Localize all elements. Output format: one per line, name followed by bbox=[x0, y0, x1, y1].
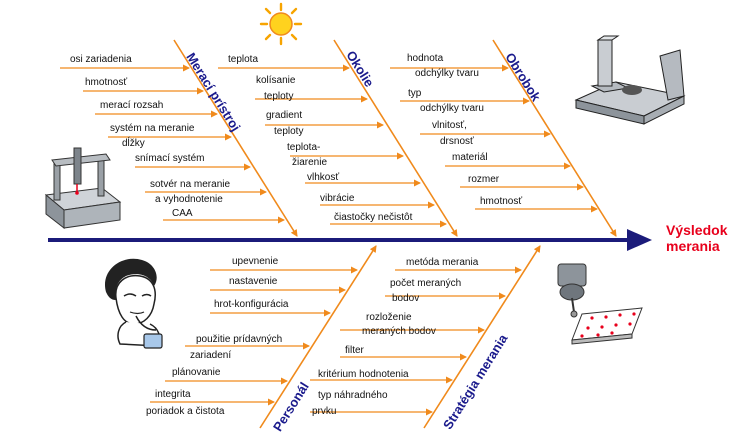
cause-label: typ náhradného bbox=[318, 390, 388, 401]
cause-label: teploty bbox=[264, 91, 294, 102]
cause-label: teplota bbox=[228, 54, 259, 65]
bone-obrobok bbox=[492, 39, 617, 237]
probe-icon bbox=[557, 263, 643, 345]
cause-label: prvku bbox=[312, 406, 337, 417]
cause-label: gradient bbox=[266, 110, 303, 121]
cause-label: rozmer bbox=[468, 174, 500, 185]
spine-arrowhead bbox=[627, 229, 652, 251]
cause-label: sotvér na meranie bbox=[150, 179, 231, 190]
cause-label: použitie prídavných bbox=[196, 334, 283, 345]
cause-label: metóda merania bbox=[406, 257, 479, 268]
cause-label: typ bbox=[408, 88, 422, 99]
cause-label: a vyhodnotenie bbox=[155, 194, 223, 205]
cause-label: osi zariadenia bbox=[70, 54, 132, 65]
cause-label: upevnenie bbox=[232, 256, 279, 267]
cause-label: hmotnosť bbox=[480, 196, 523, 207]
cause-label: bodov bbox=[392, 293, 420, 304]
cause-label: žiarenie bbox=[292, 157, 328, 168]
cause-label: odchýlky tvaru bbox=[420, 103, 484, 114]
cause-label: počet meraných bbox=[390, 278, 462, 289]
cause-label: čiastočky nečistôt bbox=[334, 212, 413, 223]
cause-label: merací rozsah bbox=[100, 100, 164, 111]
cause-label: vlnitosť, bbox=[432, 120, 467, 131]
cause-label: zariadení bbox=[190, 350, 232, 361]
thinking-person-icon bbox=[104, 258, 163, 349]
cause-label: poriadok a čistota bbox=[146, 406, 225, 417]
cause-label: teplota- bbox=[287, 142, 321, 153]
cause-label: hmotnosť bbox=[85, 77, 128, 88]
cause-label: kritérium hodnotenia bbox=[318, 369, 409, 380]
cause-label: meraných bodov bbox=[362, 326, 436, 337]
sun-icon bbox=[259, 2, 303, 46]
result-line-1: Výsledok bbox=[666, 222, 728, 238]
cause-label: filter bbox=[345, 345, 364, 356]
cause-label: drsnosť bbox=[440, 136, 474, 147]
cause-label: systém na meranie bbox=[110, 123, 195, 134]
cause-label: hodnota bbox=[407, 53, 444, 64]
cause-label: snímací systém bbox=[135, 153, 205, 164]
bone-okolie bbox=[333, 39, 458, 237]
cause-label: nastavenie bbox=[229, 276, 278, 287]
cause-label: CAA bbox=[172, 208, 193, 219]
cause-label: plánovanie bbox=[172, 367, 221, 378]
cause-label: dĺžky bbox=[122, 138, 145, 149]
bone-meraci bbox=[173, 39, 298, 237]
cause-label: teploty bbox=[274, 126, 304, 137]
result-line-2: merania bbox=[666, 238, 720, 254]
bone-strategia bbox=[423, 245, 541, 429]
cause-label: rozloženie bbox=[366, 312, 412, 323]
cause-label: vibrácie bbox=[320, 193, 355, 204]
cmm-machine-icon bbox=[44, 147, 122, 230]
cause-label: hrot-konfigurácia bbox=[214, 299, 289, 310]
result-label: Výsledok merania bbox=[666, 222, 727, 254]
cause-label: kolísanie bbox=[256, 75, 296, 86]
cause-label: materiál bbox=[452, 152, 488, 163]
cause-label: odchýlky tvaru bbox=[415, 68, 479, 79]
workpiece-icon bbox=[574, 35, 686, 125]
cause-label: integrita bbox=[155, 389, 191, 400]
bone-personal bbox=[259, 245, 377, 429]
cause-label: vlhkosť bbox=[307, 172, 340, 183]
